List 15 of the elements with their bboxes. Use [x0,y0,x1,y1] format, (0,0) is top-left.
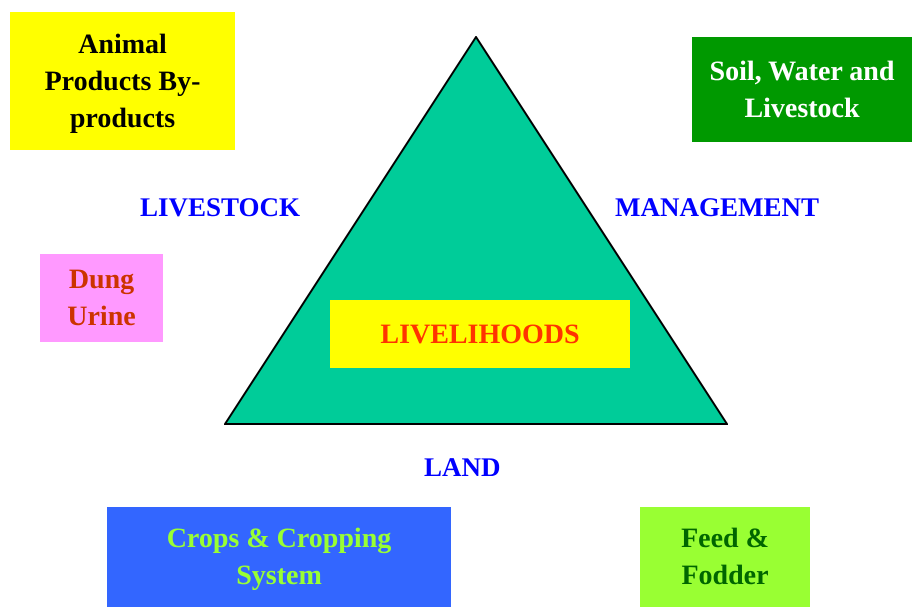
text-box [640,507,810,607]
box-text: Feed & Fodder [680,522,770,593]
box-text: Crops & Cropping System [166,522,392,593]
text-box [107,507,451,607]
text-box [10,12,235,150]
text-box [40,254,163,342]
side-label: LIVESTOCK [140,192,300,223]
box-text: Dung Urine [66,263,137,334]
box-text: Soil, Water and Livestock [708,54,896,126]
side-label: MANAGEMENT [615,192,819,223]
side-label: LAND [424,452,501,483]
box-text: LIVELIHOODS [380,318,580,352]
box-text: Animal Products By-products [44,28,202,136]
text-box [330,300,630,368]
text-box [692,37,912,142]
